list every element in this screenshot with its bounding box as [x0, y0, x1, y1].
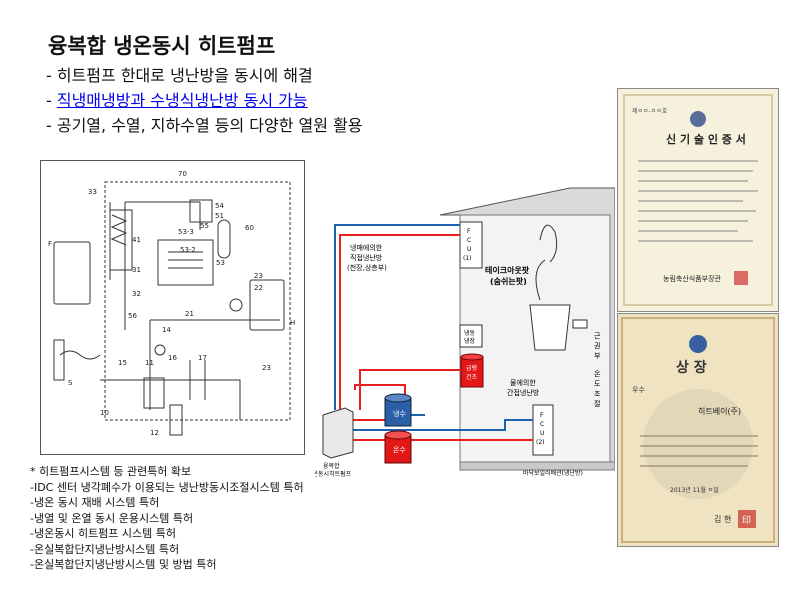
cert2-recipient: 히트베이(주) — [698, 406, 741, 416]
ref-15: 15 — [118, 359, 127, 367]
cert2-date: 2013년 11월 ㅇ일 — [670, 486, 719, 494]
ref-31: 31 — [132, 266, 141, 274]
root-temp-6: 도 — [594, 380, 601, 388]
fcu2-num: (2) — [536, 439, 545, 446]
ref-17: 17 — [198, 354, 207, 362]
fcu1-c: C — [467, 237, 471, 244]
cert1-number: 제ㅇㅇ-ㅇㅇ호 — [632, 107, 668, 115]
cert2-label: 우수 — [632, 386, 645, 394]
patent-list: * 히트펌프시스템 등 관련특허 확보 -IDC 센터 냉각폐수가 이용되는 냉… — [30, 464, 304, 573]
fcu1-f: F — [467, 228, 471, 235]
page-title: 융복합 냉온동시 히트펌프 — [48, 34, 276, 58]
cert1-emblem-icon — [690, 111, 706, 127]
root-temp-3: 부 — [594, 352, 601, 360]
award-certificate: 상 장 우수 히트베이(주) 2013년 11월 ㅇ일 김 현 印 — [617, 313, 779, 547]
bullet-heat-sources: - 공기열, 수열, 지하수열 등의 다양한 열원 활용 — [46, 116, 363, 135]
root-temp-2: 권 — [594, 342, 600, 350]
patent-item: -IDC 센터 냉각폐수가 이용되는 냉난방동시조절시스템 특허 — [30, 480, 304, 494]
ref-32: 32 — [132, 290, 141, 298]
ref-12: 12 — [150, 429, 159, 437]
ref-53: 53 — [216, 259, 225, 267]
bullet-dash: - — [46, 91, 57, 110]
ref-33: 33 — [88, 188, 97, 196]
ref-56: 56 — [128, 312, 137, 320]
patent-item: -냉열 및 온열 동시 운용시스템 특허 — [30, 511, 194, 525]
ref-f: F — [48, 240, 52, 248]
root-temp-8: 절 — [594, 400, 600, 408]
ref-11: 11 — [145, 359, 154, 367]
ref-16: 16 — [168, 354, 177, 362]
cold-storage-1: 냉동 — [464, 329, 476, 337]
cert2-seal-text: 印 — [742, 514, 751, 526]
ref-s: S — [68, 379, 73, 387]
root-temp-1: 근 — [594, 332, 601, 340]
ref-23-bottom: 23 — [262, 364, 271, 372]
cert1-title: 신 기 술 인 증 서 — [666, 132, 746, 146]
indirect-label-1: 물에의한 — [510, 378, 536, 387]
cert2-title: 상 장 — [676, 359, 707, 376]
cold-storage-2: 냉장 — [464, 337, 476, 345]
ref-h: H — [290, 319, 295, 327]
patent-schematic: 70 33 54 51 55 53-3 53-2 60 F 41 31 53 2… — [40, 160, 305, 455]
fcu2-u: U — [540, 430, 544, 437]
ref-10: 10 — [100, 409, 109, 417]
cert2-issuer-name: 김 현 — [714, 514, 731, 524]
greenhouse-diagram: 바닥보일러배관(냉난방) F C U (1) 냉매에의한 직접냉난방 (천장,상… — [315, 187, 615, 478]
patent-header: * 히트펌프시스템 등 관련특허 확보 — [30, 465, 192, 478]
fcu1-num: (1) — [463, 255, 472, 262]
patent-item: -냉온동시 히트펌프 시스템 특허 — [30, 527, 177, 540]
direct-label-2: 직접냉난방 — [350, 253, 383, 262]
bullet-link-text[interactable]: 직냉매냉방과 수냉식냉난방 동시 가능 — [56, 91, 308, 110]
ref-22: 22 — [254, 284, 263, 292]
cert2-watermark-icon — [643, 389, 753, 499]
hot-water-tank-label: 온수 — [393, 446, 406, 454]
ref-60: 60 — [245, 224, 254, 232]
new-technology-certificate: 제ㅇㅇ-ㅇㅇ호 신 기 술 인 증 서 농림축산식품부장관 — [617, 88, 779, 312]
ref-14: 14 — [162, 326, 171, 334]
root-temp-5: 온 — [594, 370, 601, 378]
cert1-seal-icon — [734, 271, 748, 285]
cold-water-tank-label: 냉수 — [393, 409, 406, 418]
cert2-emblem-icon — [689, 335, 707, 353]
direct-label-1: 냉매에의한 — [350, 243, 383, 252]
ref-53-2: 53-2 — [180, 246, 196, 254]
cert1-issuer: 농림축산식품부장관 — [663, 274, 722, 283]
ref-54: 54 — [215, 202, 224, 210]
floor-pipe-label: 바닥보일러배관(냉난방) — [523, 469, 583, 477]
heatpump-label-1: 융복합 — [323, 462, 340, 470]
takeout-pot-label: 테이크아웃팟 — [485, 265, 530, 275]
patent-item: -냉온 동시 재배 시스템 특허 — [30, 496, 160, 509]
root-temp-7: 조 — [594, 390, 601, 398]
ref-70: 70 — [178, 170, 187, 178]
patent-item: -온실복합단지냉난방시스템 및 방법 특허 — [30, 558, 217, 571]
ref-21: 21 — [185, 310, 194, 318]
takeout-pot-sub: (숨쉬는팟) — [490, 276, 527, 286]
ref-53-3: 53-3 — [178, 228, 194, 236]
ref-23-top: 23 — [254, 272, 263, 280]
bullet-direct-cooling: - 직냉매냉방과 수냉식냉난방 동시 가능 — [46, 87, 308, 111]
quick-dry-1: 급랭 — [466, 365, 477, 372]
fcu1-u: U — [467, 246, 471, 253]
cert2-seal-icon — [738, 510, 756, 528]
ref-41: 41 — [132, 236, 141, 244]
fcu2-f: F — [540, 412, 544, 419]
fcu2-c: C — [540, 421, 544, 428]
ref-51: 51 — [215, 212, 224, 220]
ref-55: 55 — [200, 222, 209, 230]
bullet-heatpump: - 히트펌프 한대로 냉난방을 동시에 해결 — [46, 66, 313, 85]
indirect-label-2: 간접냉난방 — [507, 388, 540, 397]
direct-label-3: (천장,상층부) — [347, 263, 387, 272]
quick-dry-2: 건조 — [466, 373, 478, 381]
patent-item: -온실복합단지냉난방시스템 특허 — [30, 542, 180, 556]
